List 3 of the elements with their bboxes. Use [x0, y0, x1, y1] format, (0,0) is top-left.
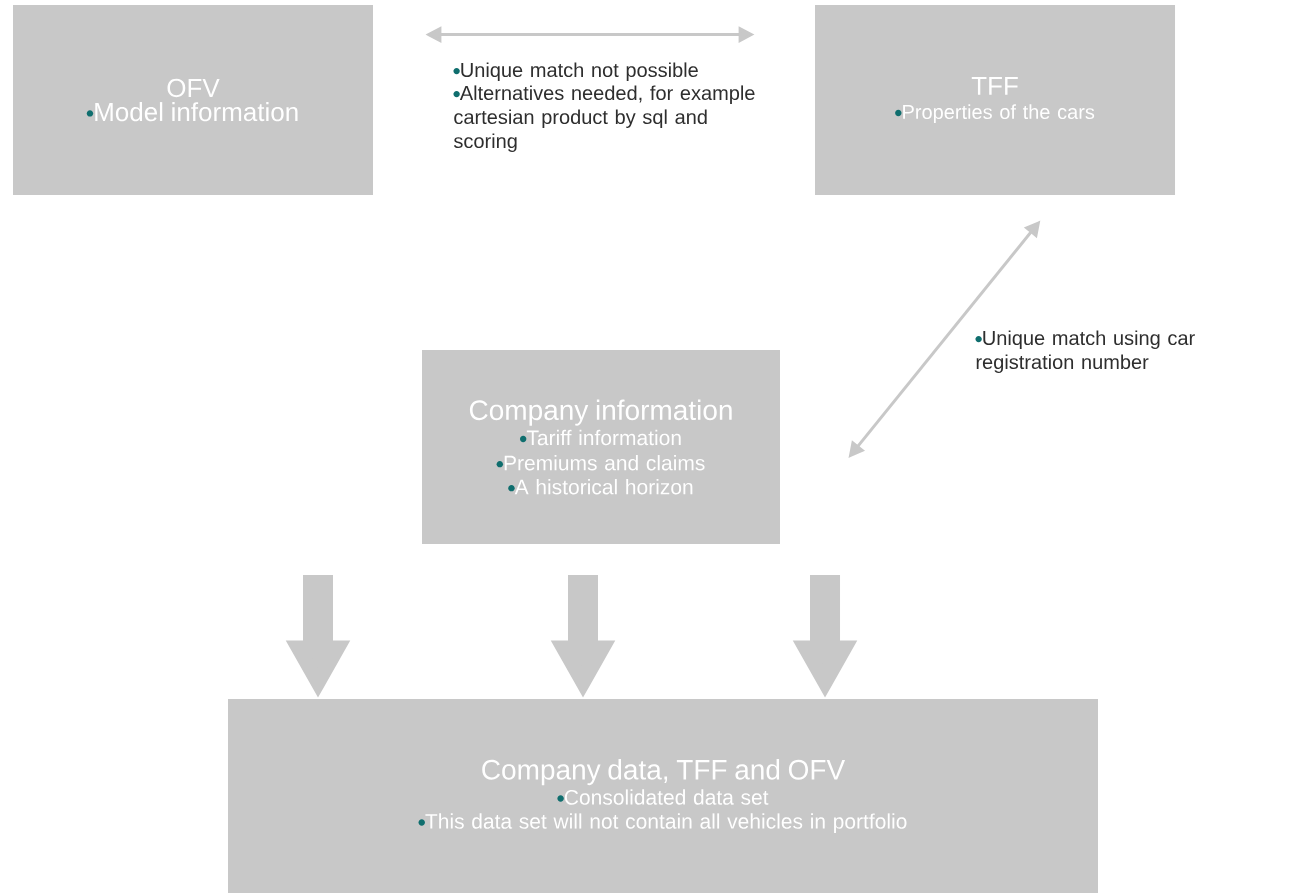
- note-text: Alternatives needed, for example cartesian product by sql and scoring: [453, 85, 755, 153]
- edge-label: Unique match using car registration number: [975, 330, 1195, 374]
- note-text: Unique match not possible: [453, 62, 698, 82]
